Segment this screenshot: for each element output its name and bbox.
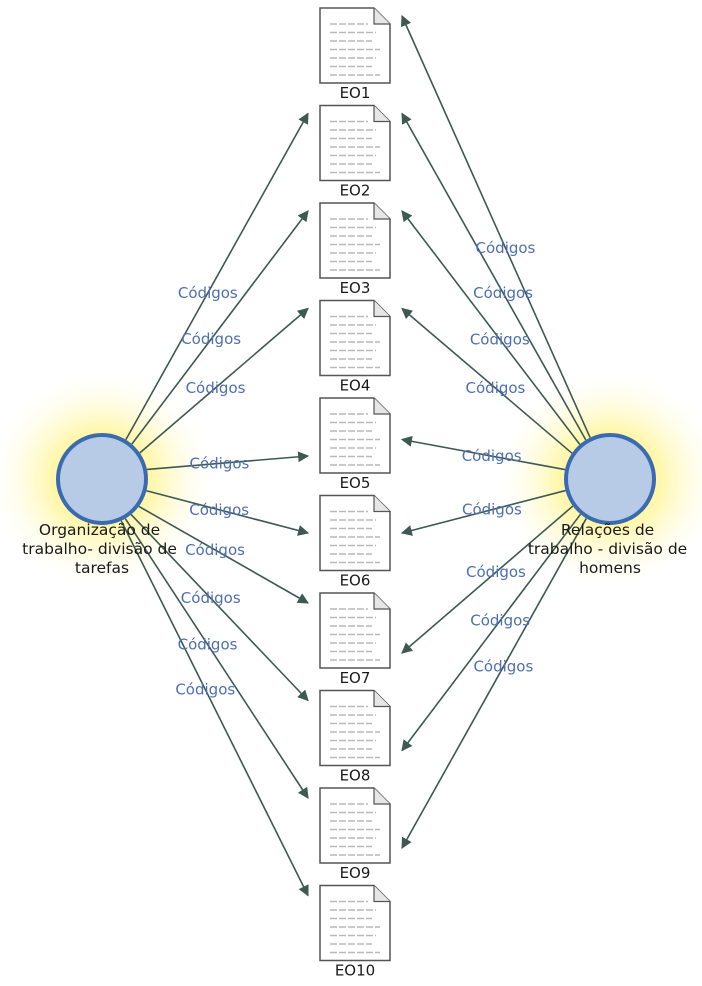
- left-edge-to-eo7[interactable]: [138, 505, 309, 604]
- edge-label-codigos: Códigos: [462, 501, 522, 519]
- right-edge-to-eo1[interactable]: [401, 14, 591, 438]
- edge-label-codigos: Códigos: [476, 239, 536, 257]
- edge-label-codigos: Códigos: [470, 330, 530, 348]
- document-label: EO7: [340, 669, 371, 687]
- edge-label-codigos: Códigos: [185, 541, 245, 559]
- document-eo5[interactable]: EO5: [319, 397, 391, 492]
- right-edge-to-eo3[interactable]: [401, 210, 581, 445]
- right-edge-to-eo2[interactable]: [401, 112, 587, 441]
- edge-label-codigos: Códigos: [178, 635, 238, 653]
- right-edge-to-eo5[interactable]: [400, 435, 566, 471]
- edge-label-codigos: Códigos: [473, 658, 533, 676]
- edge-label-codigos: Códigos: [466, 563, 526, 581]
- left-node-label-line-3: tarefas: [75, 559, 129, 577]
- edge-label-codigos: Códigos: [473, 284, 533, 302]
- document-fold-corner: [373, 690, 390, 708]
- left-node-label-line-1: Organização de: [39, 521, 160, 539]
- right-node[interactable]: Relações de trabalho - divisão de homens: [528, 433, 692, 577]
- document-icon[interactable]: [319, 592, 391, 669]
- right-node-label-line-2: trabalho - divisão de: [528, 540, 687, 558]
- left-edge-to-eo6[interactable]: [146, 489, 310, 536]
- document-eo7[interactable]: EO7: [319, 592, 391, 687]
- svg-text:Relações de trabalho - d: Relações de trabalho - divisão de homens: [528, 521, 692, 577]
- left-edge-to-eo4[interactable]: [139, 307, 309, 454]
- edge-label-codigos: Códigos: [470, 612, 530, 630]
- document-label: EO2: [340, 182, 371, 200]
- edge-label-codigos: Códigos: [190, 454, 250, 472]
- document-eo9[interactable]: EO9: [319, 787, 391, 882]
- document-fold-corner: [373, 8, 390, 25]
- document-fold-corner: [373, 885, 390, 903]
- document-fold-corner: [373, 203, 390, 220]
- right-edge-to-eo7[interactable]: [401, 505, 574, 654]
- right-edge-to-eo8[interactable]: [401, 513, 582, 752]
- left-edge-to-eo3[interactable]: [131, 210, 309, 445]
- left-node-circle[interactable]: [56, 433, 148, 525]
- document-label: EO1: [340, 84, 371, 102]
- document-eo4[interactable]: EO4: [319, 299, 391, 395]
- document-icon[interactable]: [319, 104, 391, 182]
- left-edge-to-eo8[interactable]: [130, 514, 309, 702]
- edge-label-codigos: Códigos: [466, 379, 526, 397]
- edge-label-codigos: Códigos: [189, 501, 249, 519]
- document-eo10[interactable]: EO10: [319, 884, 391, 980]
- document-label: EO9: [340, 864, 371, 882]
- document-label: EO5: [340, 474, 371, 492]
- right-edge-to-eo6[interactable]: [400, 489, 566, 536]
- document-eo8[interactable]: EO8: [319, 689, 391, 785]
- document-eo1[interactable]: EO1: [319, 7, 391, 102]
- right-edge-to-eo9[interactable]: [401, 518, 588, 849]
- edge-label-codigos: Códigos: [186, 379, 246, 397]
- document-label: EO10: [335, 962, 375, 980]
- document-icon[interactable]: [319, 787, 391, 864]
- edge-label-codigos: Códigos: [462, 447, 522, 465]
- left-edge-to-eo2[interactable]: [125, 112, 309, 441]
- document-label: EO4: [340, 377, 371, 395]
- edge-label-codigos: Códigos: [178, 284, 238, 302]
- document-icon[interactable]: [319, 202, 391, 279]
- document-eo2[interactable]: EO2: [319, 104, 391, 200]
- document-eo6[interactable]: EO6: [319, 494, 391, 590]
- document-label: EO3: [340, 279, 371, 297]
- document-icon[interactable]: [319, 7, 391, 84]
- edge-label-codigos: Códigos: [175, 680, 235, 698]
- right-edge-to-eo4[interactable]: [401, 307, 573, 454]
- right-node-label-line-1: Relações de: [561, 521, 654, 539]
- document-icon[interactable]: [319, 299, 391, 377]
- document-icon[interactable]: [319, 397, 391, 474]
- left-edge-to-eo5[interactable]: [146, 451, 310, 471]
- document-fold-corner: [373, 495, 390, 513]
- left-node-label-line-2: trabalho- divisão de: [22, 540, 177, 558]
- document-fold-corner: [373, 788, 390, 805]
- document-fold-corner: [373, 105, 390, 123]
- svg-text:Organização de trabalho-: Organização de trabalho- divisão de tare…: [22, 521, 182, 577]
- document-icon[interactable]: [319, 689, 391, 767]
- document-fold-corner: [373, 593, 390, 610]
- document-icon[interactable]: [319, 494, 391, 572]
- document-eo3[interactable]: EO3: [319, 202, 391, 297]
- edge-label-codigos: Códigos: [181, 589, 241, 607]
- document-icon[interactable]: [319, 884, 391, 962]
- edge-label-codigos: Códigos: [181, 330, 241, 348]
- document-label: EO6: [340, 572, 371, 590]
- left-edge-to-eo9[interactable]: [124, 518, 309, 799]
- document-label: EO8: [340, 767, 371, 785]
- right-node-label-line-3: homens: [579, 559, 641, 577]
- document-fold-corner: [373, 398, 390, 415]
- right-node-circle[interactable]: [564, 433, 656, 525]
- document-fold-corner: [373, 300, 390, 318]
- left-edge-to-eo10[interactable]: [120, 520, 309, 897]
- left-node[interactable]: Organização de trabalho- divisão de tare…: [22, 433, 182, 577]
